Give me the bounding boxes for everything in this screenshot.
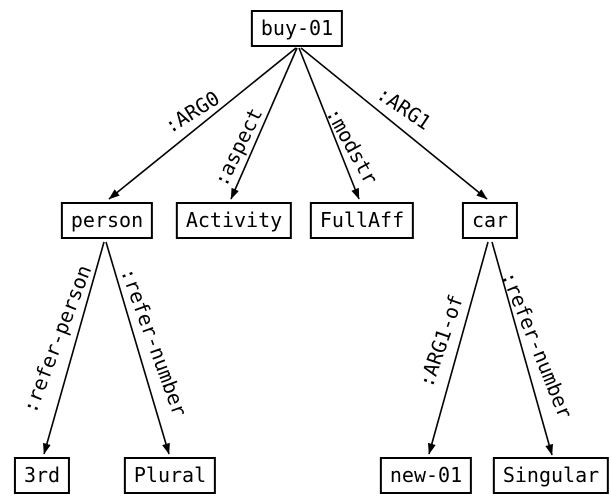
edge-line-person-plural [105,241,170,455]
edge-line-buy01-person [108,47,297,200]
node-singular: Singular [492,457,610,494]
edge-line-buy01-car [300,47,488,200]
edge-line-car-new01 [427,241,489,455]
node-fullaff: FullAff [309,202,415,239]
node-buy-01: buy-01 [250,10,344,47]
node-car: car [461,202,519,239]
node-person: person [60,202,154,239]
edge-line-buy01-fullaff [298,47,360,200]
node-new-01: new-01 [379,457,473,494]
edge-line-buy01-activity [230,47,298,200]
edge-line-car-singular [491,241,554,456]
edge-line-person-3rd [43,241,105,455]
node-plural: Plural [123,457,217,494]
node-3rd: 3rd [13,457,71,494]
node-activity: Activity [175,202,293,239]
